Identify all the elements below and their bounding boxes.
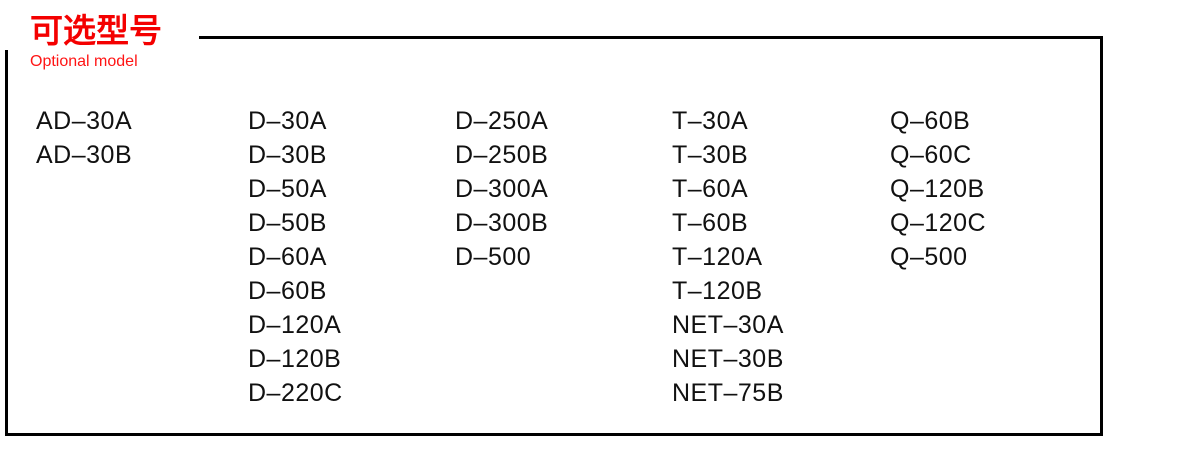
- column-d-large: D–250A D–250B D–300A D–300B D–500: [455, 104, 548, 274]
- model-item: D–30B: [248, 141, 327, 169]
- model-item: Q–60C: [890, 141, 972, 169]
- model-item: Q–120B: [890, 175, 985, 203]
- model-item: AD–30B: [36, 141, 133, 169]
- panel-border-left: [5, 50, 8, 436]
- model-item: Q–500: [890, 243, 968, 271]
- panel-border-right: [1100, 36, 1103, 436]
- panel-border-bottom: [5, 433, 1103, 436]
- model-item: AD–30A: [36, 107, 133, 135]
- model-item: D–300A: [455, 175, 549, 203]
- model-item: T–30A: [672, 107, 749, 135]
- model-item: T–30B: [672, 141, 749, 169]
- column-t-net: T–30A T–30B T–60A T–60B T–120A T–120B NET–30A N…: [672, 104, 784, 410]
- model-item: D–250A: [455, 107, 549, 135]
- model-item: Q–60B: [890, 107, 971, 135]
- model-item: D–60A: [248, 243, 327, 271]
- column-d-small: D–30A D–30B D–50A D–50B D–60A D–60B D–120A D–12…: [248, 104, 343, 410]
- model-item: T–120A: [672, 243, 763, 271]
- column-ad: AD–30A AD–30B: [36, 104, 132, 172]
- panel-title-english: Optional model: [30, 53, 138, 70]
- model-item: D–60B: [248, 277, 327, 305]
- model-item: D–120B: [248, 345, 342, 373]
- model-item: D–120A: [248, 311, 342, 339]
- model-item: Q–120C: [890, 209, 987, 237]
- model-item: D–220C: [248, 379, 343, 407]
- panel-border-top: [199, 36, 1103, 39]
- model-item: NET–30A: [672, 311, 784, 339]
- model-item: T–60A: [672, 175, 749, 203]
- model-item: D–50A: [248, 175, 327, 203]
- model-item: NET–30B: [672, 345, 784, 373]
- model-item: T–120B: [672, 277, 763, 305]
- model-columns: AD–30A AD–30B D–30A D–30B D–50A D–50B D–60A D–6…: [0, 104, 1100, 424]
- panel-title-chinese: 可选型号: [30, 11, 162, 50]
- model-item: D–50B: [248, 209, 327, 237]
- model-item: T–60B: [672, 209, 749, 237]
- model-item: D–30A: [248, 107, 327, 135]
- model-item: D–300B: [455, 209, 549, 237]
- model-item: D–500: [455, 243, 532, 271]
- panel-heading: 可选型号 Optional model: [30, 12, 230, 72]
- column-q: Q–60B Q–60C Q–120B Q–120C Q–500: [890, 104, 986, 274]
- model-item: NET–75B: [672, 379, 784, 407]
- model-item: D–250B: [455, 141, 549, 169]
